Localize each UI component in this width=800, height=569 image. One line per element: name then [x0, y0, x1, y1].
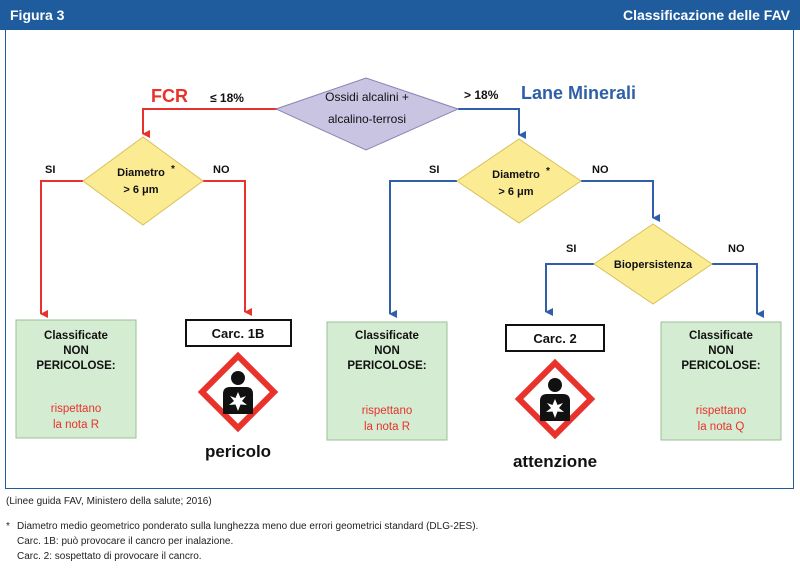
fcr-connectors	[40, 108, 278, 318]
decision-right-line1: Diametro	[492, 169, 540, 181]
carc-1b-result: Carc. 1B pericolo	[185, 319, 292, 461]
figure-header: Figura 3 Classificazione delle FAV	[0, 0, 800, 30]
bio-yes-label: SI	[566, 243, 576, 255]
box1-note-line1: rispettano	[51, 403, 102, 415]
footnote-3: Carc. 2: sospettato di provocare il canc…	[17, 551, 202, 562]
box3-line1: Classificate	[689, 330, 753, 342]
result-box-not-dangerous-3: Classificate NON PERICOLOSE: rispettano …	[660, 321, 782, 441]
bio-no-label: NO	[728, 243, 745, 255]
diagram-frame	[5, 30, 794, 489]
box2-note-line2: la nota R	[364, 421, 410, 433]
decision-left-line2: > 6 μm	[123, 184, 158, 196]
box3-note-line2: la nota Q	[698, 421, 745, 433]
box2-line3: PERICOLOSE:	[347, 360, 426, 372]
box1-line2: NON	[63, 345, 89, 357]
carc-2-label: Carc. 2	[533, 331, 576, 346]
carc-2-caption: attenzione	[513, 452, 597, 471]
decision-right-asterisk: *	[546, 166, 550, 177]
box3-line2: NON	[708, 345, 734, 357]
decision-left-line1: Diametro	[117, 167, 165, 179]
decision-diameter-left: Diametro * > 6 μm	[82, 136, 204, 226]
right-no-label: NO	[592, 164, 609, 176]
footnote-star: *	[6, 521, 10, 532]
root-line2: alcalino-terrosi	[328, 112, 406, 126]
left-no-label: NO	[213, 164, 230, 176]
box2-line2: NON	[374, 345, 400, 357]
fcr-label: FCR	[151, 86, 188, 106]
decision-right-line2: > 6 μm	[498, 186, 533, 198]
carc-1b-label: Carc. 1B	[212, 326, 265, 341]
health-hazard-icon	[202, 356, 274, 428]
decision-biopersistence: Biopersistenza	[593, 223, 713, 305]
root-line1: Ossidi alcalini +	[325, 90, 409, 104]
box3-note-line1: rispettano	[696, 405, 747, 417]
decision-left-asterisk: *	[171, 164, 175, 175]
fcr-condition: ≤ 18%	[210, 91, 244, 105]
carc-2-result: Carc. 2 attenzione	[505, 324, 605, 471]
footnote-1: Diametro medio geometrico ponderato sull…	[17, 521, 479, 532]
left-yes-label: SI	[45, 164, 55, 176]
box1-line3: PERICOLOSE:	[36, 360, 115, 372]
mineral-connectors	[389, 108, 764, 318]
flowchart: Ossidi alcalini + alcalino-terrosi FCR ≤…	[15, 77, 782, 471]
box3-line3: PERICOLOSE:	[681, 360, 760, 372]
box1-note-line2: la nota R	[53, 419, 99, 431]
result-box-not-dangerous-1: Classificate NON PERICOLOSE: rispettano …	[15, 319, 137, 439]
footnote-2: Carc. 1B: può provocare il cancro per in…	[17, 536, 234, 547]
mineral-label: Lane Minerali	[521, 83, 636, 103]
result-box-not-dangerous-2: Classificate NON PERICOLOSE: rispettano …	[326, 321, 448, 441]
decision-diameter-right: Diametro * > 6 μm	[456, 138, 582, 224]
box2-line1: Classificate	[355, 330, 419, 342]
root-decision: Ossidi alcalini + alcalino-terrosi	[274, 77, 460, 151]
box2-note-line1: rispettano	[362, 405, 413, 417]
figure-title: Classificazione delle FAV	[622, 7, 790, 23]
source-note: (Linee guida FAV, Ministero della salute…	[6, 496, 212, 507]
figure-label: Figura 3	[10, 7, 65, 23]
mineral-condition: > 18%	[464, 88, 499, 102]
box1-line1: Classificate	[44, 330, 108, 342]
carc-1b-caption: pericolo	[205, 442, 271, 461]
health-hazard-icon	[519, 363, 591, 435]
right-yes-label: SI	[429, 164, 439, 176]
bio-label: Biopersistenza	[614, 259, 693, 271]
